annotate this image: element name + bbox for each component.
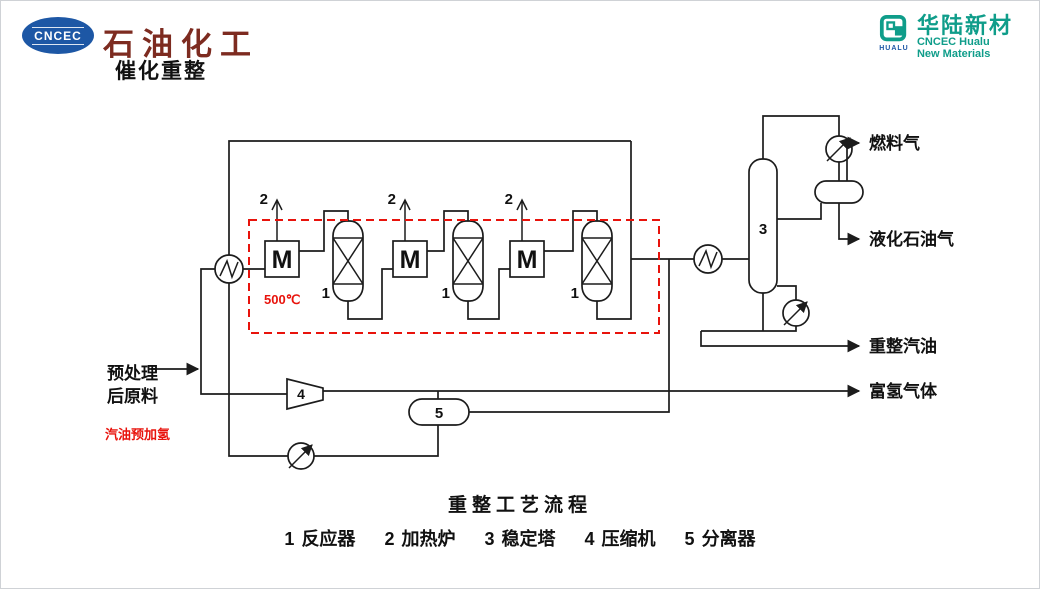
diagram-legend: 1 反应器 2 加热炉 3 稳定塔 4 压缩机 5 分离器 bbox=[1, 525, 1039, 551]
compressor: 4 bbox=[286, 377, 324, 411]
diagram-caption: 重整工艺流程 bbox=[447, 495, 592, 516]
hualu-sub2: New Materials bbox=[916, 47, 991, 60]
legend-item: 3 稳定塔 bbox=[484, 529, 555, 549]
stream-arrows bbox=[323, 136, 861, 398]
red-dashed-box bbox=[248, 219, 660, 334]
legend-item: 2 加热炉 bbox=[384, 529, 455, 549]
cncec-logo: CNCEC bbox=[22, 17, 94, 54]
hualu-name: 华陆新材 bbox=[916, 13, 1013, 38]
furnace-symbol: M bbox=[400, 246, 421, 274]
legend-num: 5 bbox=[684, 529, 695, 549]
legend-num: 1 bbox=[284, 529, 295, 549]
legend-item: 5 分离器 bbox=[685, 529, 756, 549]
overhead-condenser bbox=[825, 135, 853, 163]
lpg-label: 液化石油气 bbox=[869, 229, 954, 249]
furnace-3: M 2 bbox=[505, 191, 545, 278]
pipe-network bbox=[151, 115, 840, 457]
compressor-tag: 4 bbox=[297, 386, 305, 402]
effluent-cooler bbox=[287, 442, 315, 470]
gasoline-label: 重整汽油 bbox=[869, 336, 937, 356]
separator-tag: 5 bbox=[435, 405, 443, 422]
page-title: 催化重整 bbox=[115, 60, 207, 83]
reactor-tag: 1 bbox=[571, 285, 579, 302]
cncec-logo-text: CNCEC bbox=[32, 26, 84, 45]
separator-drum: 5 bbox=[408, 398, 470, 426]
reactor-2: 1 bbox=[442, 220, 484, 302]
legend-num: 2 bbox=[384, 529, 395, 549]
reactor-3: 1 bbox=[571, 220, 613, 302]
legend-item: 4 压缩机 bbox=[585, 529, 656, 549]
highlight-box: 500℃ bbox=[248, 219, 660, 334]
gasoline-line bbox=[700, 331, 861, 353]
furnace-tag: 2 bbox=[388, 191, 396, 208]
reactor-tag: 1 bbox=[322, 285, 330, 302]
legend-label: 压缩机 bbox=[601, 529, 656, 549]
furnace-symbol: M bbox=[517, 246, 538, 274]
feed-note-label: 汽油预加氢 bbox=[105, 427, 170, 442]
legend-item: 1 反应器 bbox=[284, 529, 355, 549]
hualu-text-block: 华陆新材 CNCEC Hualu New Materials bbox=[917, 14, 1013, 60]
reboiler-exchanger bbox=[782, 299, 810, 327]
stabilizer-feed-exchanger bbox=[693, 244, 723, 274]
hydrogen-label: 富氢气体 bbox=[869, 381, 938, 401]
column-tag: 3 bbox=[759, 221, 767, 238]
hualu-logo-icon: HUALU bbox=[878, 14, 910, 52]
stabilizer-column: 3 bbox=[748, 158, 778, 294]
hualu-mark-icon bbox=[879, 14, 907, 42]
legend-label: 分离器 bbox=[701, 529, 756, 549]
reactor-tag: 1 bbox=[442, 285, 450, 302]
fuel-gas-label: 燃料气 bbox=[869, 133, 920, 153]
reactor-1: 1 bbox=[322, 220, 364, 302]
hualu-logo-block: HUALU 华陆新材 CNCEC Hualu New Materials bbox=[878, 14, 1013, 60]
reflux-drum bbox=[814, 180, 864, 204]
furnace-2: M 2 bbox=[388, 191, 428, 278]
temperature-label: 500℃ bbox=[264, 292, 300, 307]
furnace-1: M 2 bbox=[260, 191, 300, 278]
legend-label: 稳定塔 bbox=[501, 529, 556, 549]
legend-num: 3 bbox=[484, 529, 495, 549]
feed-label-line2: 后原料 bbox=[107, 386, 158, 406]
lpg-line bbox=[838, 203, 861, 246]
furnace-tag: 2 bbox=[260, 191, 268, 208]
furnace-tag: 2 bbox=[505, 191, 513, 208]
feed-label-line1: 预处理 bbox=[107, 363, 158, 383]
legend-num: 4 bbox=[584, 529, 595, 549]
furnace-symbol: M bbox=[272, 246, 293, 274]
feed-effluent-exchanger bbox=[214, 254, 244, 284]
legend-label: 加热炉 bbox=[401, 529, 456, 549]
legend-label: 反应器 bbox=[301, 529, 356, 549]
brand-title: 石油化工 bbox=[103, 27, 259, 63]
hualu-wordmark: HUALU bbox=[879, 45, 909, 52]
fuel-gas-line bbox=[846, 136, 861, 181]
hualu-sub1: CNCEC Hualu bbox=[916, 36, 990, 49]
